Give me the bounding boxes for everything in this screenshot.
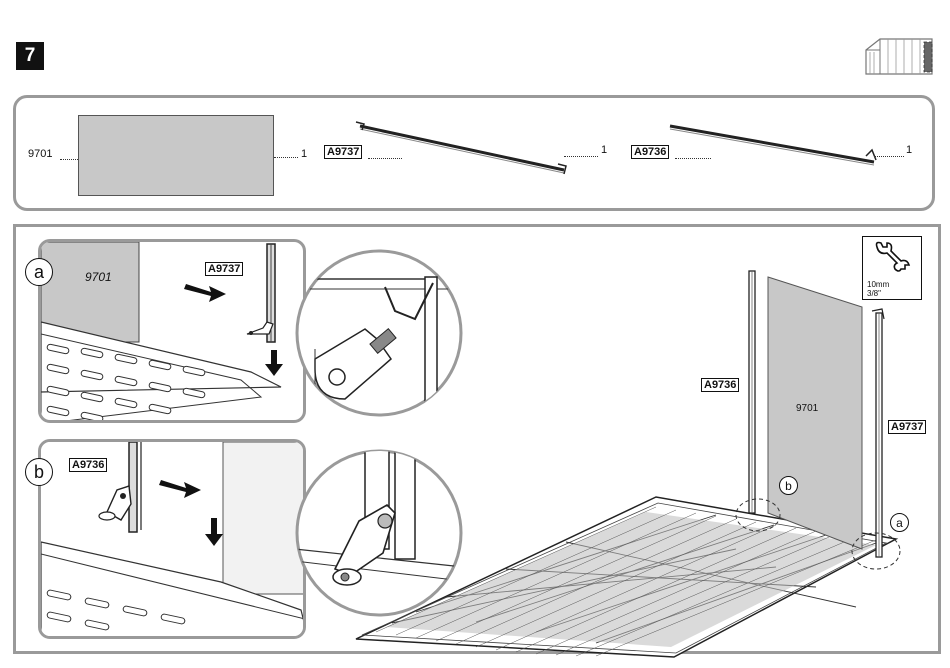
leader-dots bbox=[60, 159, 78, 160]
detail-a-part-code: A9737 bbox=[205, 262, 243, 276]
part-qty: 1 bbox=[906, 144, 912, 157]
shed-icon bbox=[862, 36, 936, 78]
part-code-a9736: A9736 bbox=[631, 145, 669, 159]
detail-a-callout: a bbox=[25, 258, 53, 286]
step-number: 7 bbox=[16, 42, 44, 70]
parts-list-panel: 9701 1 A9737 1 A9736 1 bbox=[13, 95, 935, 211]
post-a9736-illustration bbox=[666, 120, 881, 170]
leader-dots bbox=[274, 157, 298, 158]
part-qty: 1 bbox=[601, 144, 607, 157]
main-callout-a: a bbox=[890, 513, 909, 532]
wall-panel-illustration bbox=[78, 115, 274, 196]
detail-a-drawing bbox=[41, 242, 306, 423]
post-a9737-illustration bbox=[352, 118, 572, 178]
leader-dots bbox=[564, 156, 598, 157]
main-callout-b: b bbox=[779, 476, 798, 495]
detail-b-callout: b bbox=[25, 458, 53, 486]
panel-code-label: 9701 bbox=[85, 270, 112, 284]
part-qty: 1 bbox=[301, 148, 307, 161]
main-left-post-code: A9736 bbox=[701, 378, 739, 392]
assembly-panel: 9701 A9737 a bbox=[13, 224, 941, 654]
part-code-9701: 9701 bbox=[28, 148, 52, 161]
leader-dots bbox=[874, 156, 904, 157]
main-right-post-code: A9737 bbox=[888, 420, 926, 434]
detail-b-part-code: A9736 bbox=[69, 458, 107, 472]
floor-and-wall-drawing bbox=[356, 267, 926, 657]
detail-a-box: 9701 A9737 bbox=[38, 239, 306, 423]
detail-b-box: A9736 bbox=[38, 439, 306, 639]
main-panel-code: 9701 bbox=[796, 403, 818, 414]
